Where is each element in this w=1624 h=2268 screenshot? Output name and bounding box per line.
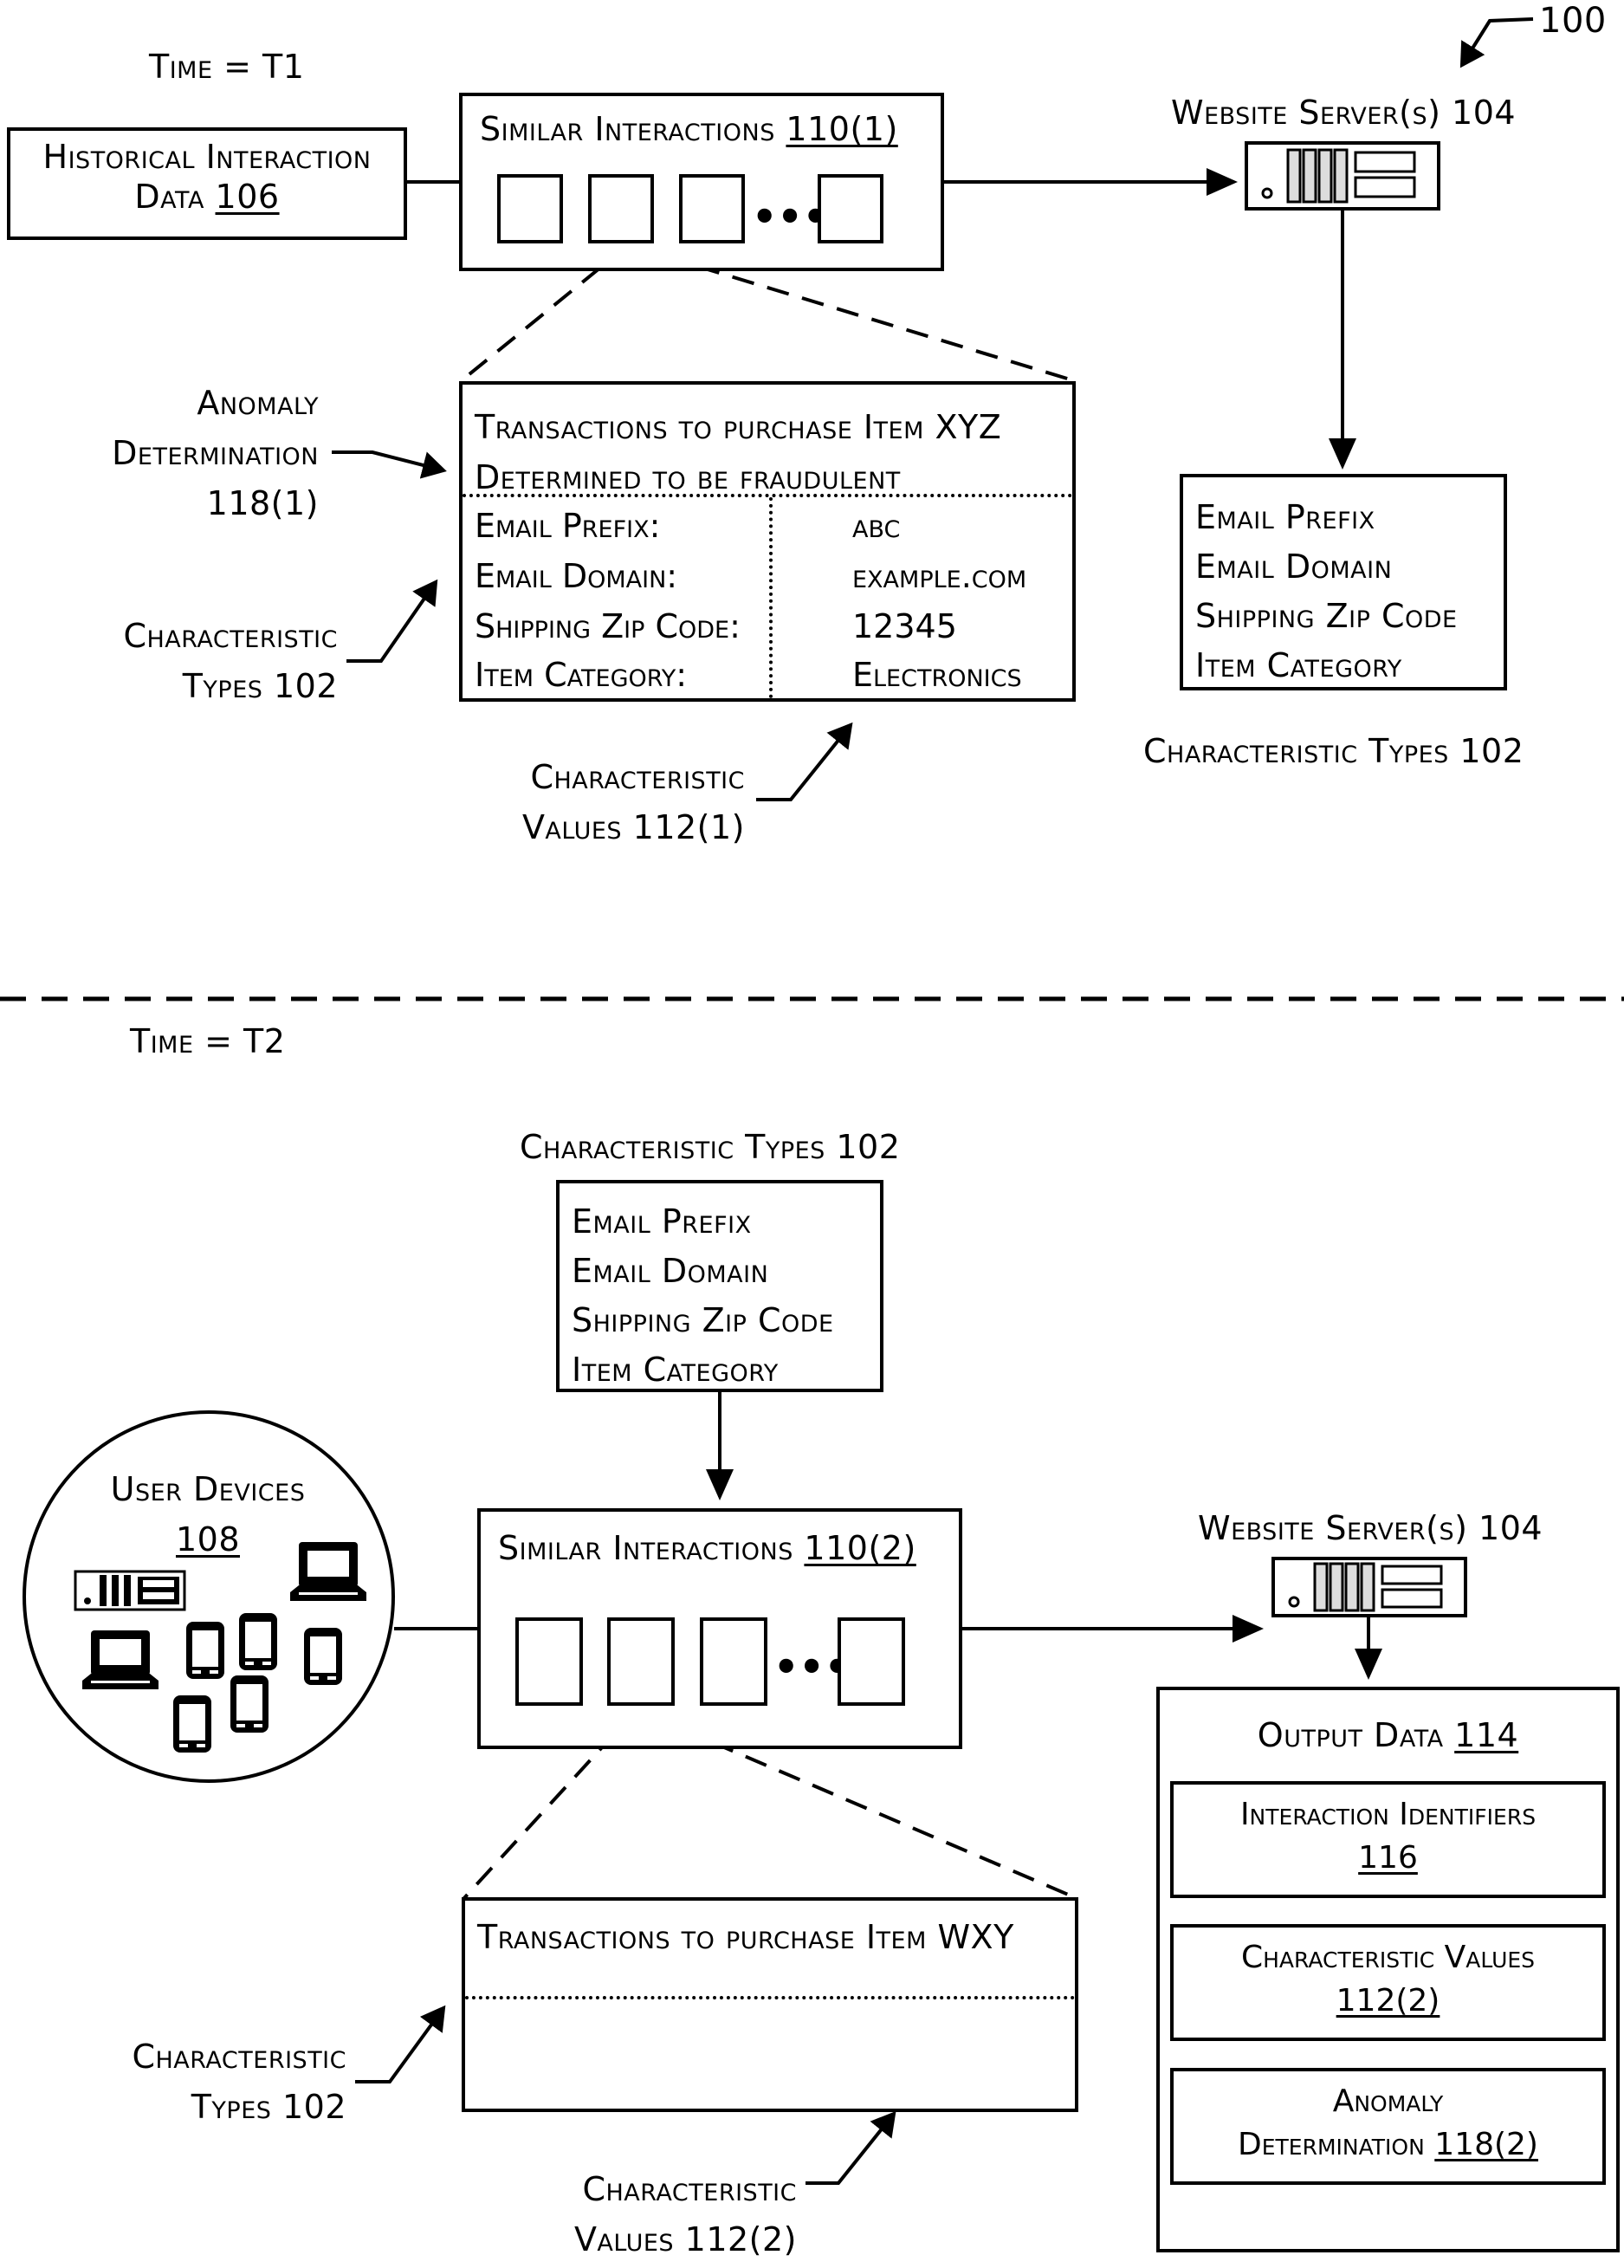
server-icon [1271,1557,1467,1617]
characteristic-types-list-2: Email Prefix Email Domain Shipping Zip C… [572,1202,834,1389]
laptop-icon [288,1540,368,1606]
values-callout-arrow-2 [806,2110,896,2185]
output-data-title: Output Data 114 [1257,1716,1519,1754]
characteristic-types-caption-2: Characteristic Types 102 [520,1128,901,1166]
anomaly-determination-callout-1: Anomaly Determination 118(1) [112,384,319,522]
similar-interactions-box-1: Similar Interactions 110(1) ••• [459,93,944,271]
server-icon [1245,141,1440,211]
figure-ref-label: 100 [1539,1,1607,41]
phone-icon [171,1694,213,1754]
characteristic-types-box-1: Email Prefix Email Domain Shipping Zip C… [1180,474,1507,690]
detail-row: Shipping Zip Code: 12345 [475,607,957,645]
historical-label: Historical Interaction Data 106 [42,138,372,216]
output-item-characteristic-values: Characteristic Values 112(2) [1170,1924,1606,2041]
interaction-item [679,174,745,243]
transaction-detail-box-1: Transactions to purchase Item XYZ Determ… [459,381,1076,702]
website-server-label-1: Website Server(s) 104 [1171,94,1517,132]
characteristic-types-box-2: Email Prefix Email Domain Shipping Zip C… [556,1180,883,1392]
detail-box-2-rows [462,1897,1078,2112]
phone-icon [229,1674,270,1734]
historical-ref: 106 [215,177,280,216]
detail-row: Email Domain: example.com [475,557,1027,595]
characteristic-types-callout-1: Characteristic Types 102 [123,617,338,705]
detail-divider-h-2 [465,1996,1075,1999]
characteristic-values-callout-2: Characteristic Values 112(2) [573,2170,797,2258]
interaction-item [515,1617,583,1706]
phone-icon [237,1611,279,1672]
interaction-item [588,174,654,243]
time-label-t1: Time = T1 [149,48,305,86]
phone-icon [184,1620,226,1681]
detail-box-2-outline [462,1897,1078,2112]
detail-divider-h [463,494,1072,497]
detail-row: Item Category: Electronics [475,656,1022,694]
values-callout-arrow-1 [756,722,853,801]
output-item-anomaly-determination: Anomaly Determination 118(2) [1170,2068,1606,2185]
figure-ref-arrow [1459,17,1534,68]
output-item-interaction-identifiers: Interaction Identifiers 116 [1170,1781,1606,1898]
phone-icon [302,1626,344,1687]
types-callout-arrow-1 [346,579,438,663]
interaction-item [700,1617,767,1706]
laptop-icon [81,1629,160,1695]
anomaly-callout-arrow [332,450,447,479]
types-callout-arrow-2 [355,2005,446,2083]
desktop-server-icon [74,1570,186,1611]
historical-interaction-data-box: Historical Interaction Data 106 [7,127,407,240]
ellipsis-icon: ••• [752,193,829,240]
characteristic-types-callout-2: Characteristic Types 102 [132,2038,346,2126]
detail-row: Email Prefix: abc [475,507,901,545]
similar-interactions-label-1: Similar Interactions 110(1) [480,110,898,148]
similar-interactions-box-2: Similar Interactions 110(2) ••• [477,1508,962,1749]
characteristic-types-caption-1: Characteristic Types 102 [1143,732,1524,770]
ellipsis-icon: ••• [773,1643,851,1690]
detail-title-2-text: Transactions to purchase Item WXY [477,1918,1014,1956]
detail-title-1: Transactions to purchase Item XYZ Determ… [475,408,1002,496]
characteristic-types-list-1: Email Prefix Email Domain Shipping Zip C… [1195,498,1458,684]
similar-interactions-label-2: Similar Interactions 110(2) [498,1529,916,1567]
time-label-t2: Time = T2 [130,1022,286,1060]
interaction-item [497,174,563,243]
interaction-item [838,1617,905,1706]
interaction-item [818,174,883,243]
output-data-box: Output Data 114 Interaction Identifiers … [1156,1687,1620,2252]
user-devices-label: User Devices 108 [110,1470,306,1558]
characteristic-values-callout-1: Characteristic Values 112(1) [521,758,745,846]
detail-divider-v [769,497,773,698]
interaction-item [607,1617,675,1706]
website-server-label-2: Website Server(s) 104 [1198,1509,1543,1547]
transaction-detail-box-2-full: Transactions to purchase Item WXY [462,1897,1078,2112]
